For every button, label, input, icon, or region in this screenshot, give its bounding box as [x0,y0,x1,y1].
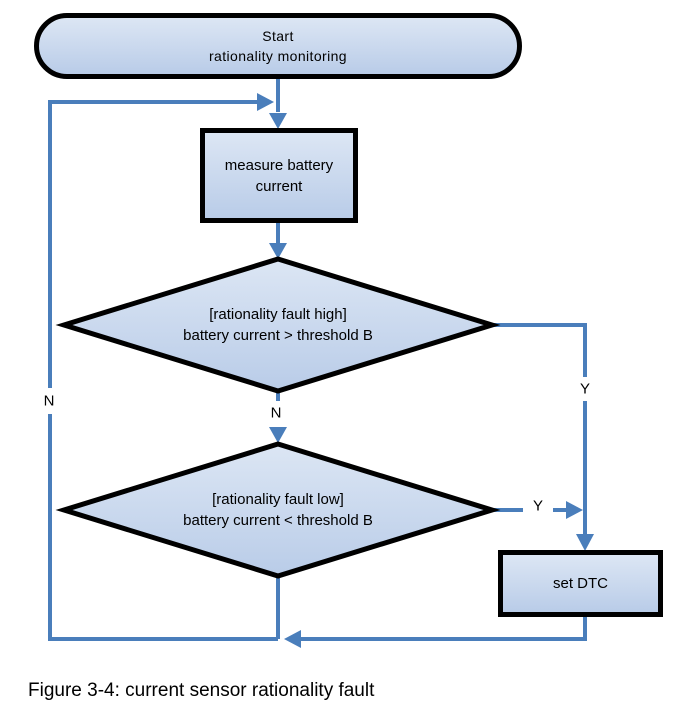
decision-low-diamond [55,441,501,579]
node-set-dtc: set DTC [498,550,663,617]
node-start-line1: Start [262,28,294,44]
node-start-line2: rationality monitoring [209,48,347,64]
arrowhead-return-junction [284,630,301,648]
edge-label-low-yes: Y [532,497,544,515]
arrowhead-into-set-dtc [576,534,594,551]
arrowhead-loop-into-junction [257,93,274,111]
edge-decision-high-yes-upper [492,323,587,377]
node-set-dtc-label: set DTC [552,575,608,592]
arrowhead-into-measure [269,113,287,129]
edge-label-loop-no: N [43,392,55,410]
arrowhead-into-decision-low [269,427,287,443]
edge-loop-left-upper [48,100,257,388]
decision-high-diamond [55,256,501,394]
node-measure-line2: current [255,177,303,195]
figure-caption: Figure 3-4: current sensor rationality f… [28,680,375,701]
node-start: Start rationality monitoring [34,13,522,79]
node-measure-line1: measure battery [224,156,334,174]
arrowhead-into-decision-high [269,243,287,259]
edge-label-high-yes: Y [579,380,591,398]
node-measure-battery-current: measure battery current [200,128,358,223]
arrowhead-low-yes-junction [566,501,583,519]
edge-loop-left-lower [48,414,278,641]
edge-label-high-no: N [270,404,282,422]
edge-set-dtc-return [301,617,587,641]
